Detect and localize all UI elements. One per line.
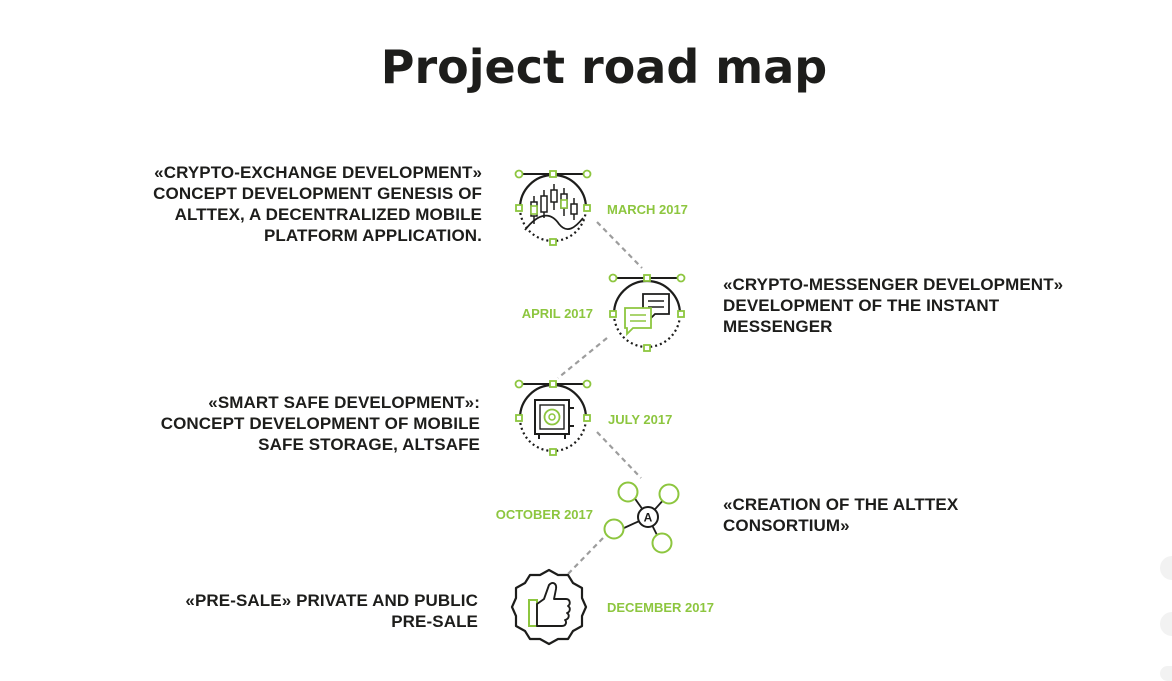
page-title: Project road map (380, 40, 828, 94)
side-decoration-3 (1160, 666, 1172, 681)
side-decoration-1 (1160, 556, 1172, 580)
connector-4-5 (567, 537, 604, 575)
milestone-3-date: JULY 2017 (608, 412, 673, 427)
milestone-3-description: «SMART SAFE DEVELOPMENT»: CONCEPT DEVELO… (160, 393, 480, 454)
network-nodes-icon: A (603, 481, 680, 554)
milestone-5-description: «PRE-SALE» PRIVATE AND PUBLIC PRE-SALE (185, 591, 478, 631)
milestone-4-date: OCTOBER 2017 (495, 507, 593, 522)
timeline-connectors (557, 221, 643, 575)
svg-text:A: A (644, 511, 653, 525)
safe-icon (514, 379, 592, 456)
side-decoration-2 (1160, 612, 1172, 636)
thumbs-up-icon (510, 568, 588, 646)
chat-bubbles-icon (608, 273, 686, 352)
connector-3-4 (596, 431, 642, 479)
milestone-2-date: APRIL 2017 (521, 306, 593, 321)
connector-2-3 (557, 337, 608, 379)
milestone-1-date: MARCH 2017 (607, 202, 688, 217)
milestone-5-date: DECEMBER 2017 (607, 600, 714, 615)
milestone-2-description: «CRYPTO-MESSENGER DEVELOPMENT» DEVELOPME… (723, 275, 1064, 336)
connector-1-2 (596, 221, 643, 269)
milestone-4-description: «CREATION OF THE ALTTEX CONSORTIUM» (723, 495, 959, 535)
milestone-1-description: «CRYPTO-EXCHANGE DEVELOPMENT» CONCEPT DE… (153, 163, 482, 245)
candlestick-chart-icon (514, 169, 592, 246)
